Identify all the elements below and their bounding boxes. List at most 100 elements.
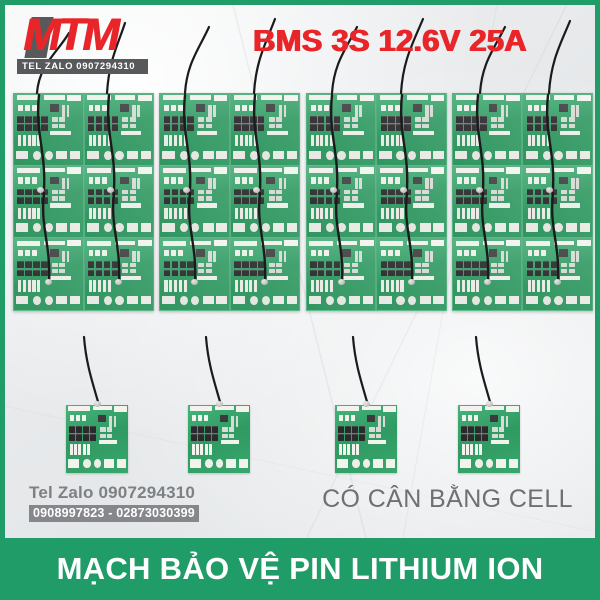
pcb-pad <box>553 95 575 100</box>
pcb-pad <box>546 134 550 147</box>
pcb-cap <box>325 150 335 160</box>
pcb-pad <box>22 134 26 147</box>
pcb-cap <box>261 150 270 160</box>
pcb-pad <box>254 280 258 292</box>
pcb-pad <box>362 295 374 305</box>
pcb-fet <box>542 269 550 277</box>
pcb-pad <box>216 150 227 159</box>
pcb-fet <box>317 124 325 132</box>
pcb-pad <box>18 280 22 292</box>
pcb-fet <box>472 269 479 277</box>
pcb-fet <box>33 124 40 132</box>
pcb-pad <box>267 276 288 281</box>
pcb-smd <box>228 427 235 432</box>
pcb-smd <box>501 415 505 427</box>
pcb-ic <box>412 249 422 257</box>
pcb-pad <box>191 415 197 422</box>
pcb-smd <box>268 123 275 128</box>
pcb-fet <box>456 188 463 196</box>
pcb-pad <box>379 223 392 232</box>
pcb-pad <box>16 223 29 232</box>
bottom-banner: MẠCH BẢO VỆ PIN LITHIUM ION <box>0 538 600 600</box>
pcb-cap <box>191 150 200 160</box>
pcb-cap <box>115 150 124 160</box>
pcb-pad <box>463 249 469 257</box>
pcb-ic <box>412 176 422 185</box>
pcb-fet <box>171 269 179 277</box>
pcb-pad <box>324 177 330 184</box>
pcb-pad <box>178 280 182 292</box>
pcb-pad <box>204 444 208 456</box>
pcb-pad <box>215 406 234 411</box>
pcb-smd <box>198 269 205 274</box>
pcb-pad <box>534 104 540 111</box>
pcb-fet <box>205 434 212 441</box>
pcb-pad <box>461 415 467 422</box>
pcb-fet <box>87 188 95 196</box>
pcb-fet <box>464 188 471 196</box>
thermistor-bead <box>483 279 491 285</box>
pcb-pad <box>576 167 591 174</box>
pcb-panel <box>305 93 447 311</box>
pcb-pad <box>31 249 37 257</box>
pcb-pad <box>381 177 387 184</box>
pcb-ic <box>342 249 352 257</box>
pcb-smd <box>106 433 113 438</box>
pcb-pad <box>534 177 540 184</box>
pcb-pad <box>474 415 479 422</box>
pcb-smd <box>351 189 359 195</box>
pcb-ic <box>342 103 352 112</box>
pcb-pad <box>183 280 187 292</box>
thermistor-bead <box>216 401 223 407</box>
pcb-smd <box>122 117 129 122</box>
pcb-pad <box>349 150 361 159</box>
pcb-pad <box>310 280 314 292</box>
pcb-smd <box>276 189 283 195</box>
pcb-pad <box>476 134 480 147</box>
pcb-pad <box>381 207 385 219</box>
pcb-pad <box>360 94 374 102</box>
pcb-smd <box>283 250 287 262</box>
thermistor-bead <box>553 279 561 285</box>
poster-stage: MTM TEL ZALO 0907294310 BMS 3S 12.6V 25A <box>5 5 595 538</box>
pcb-smd <box>425 105 429 117</box>
pcb-pad <box>310 104 316 111</box>
pcb-fet <box>111 115 119 123</box>
single-pcb-board <box>335 405 397 473</box>
pcb-fet <box>396 124 403 132</box>
pcb-pad <box>114 405 127 412</box>
pcb-smd <box>422 269 429 274</box>
pcb-fet <box>464 197 471 204</box>
pcb-pad <box>329 207 334 219</box>
pcb-pad <box>174 280 178 292</box>
pcb-smd <box>561 196 568 201</box>
pcb-fet <box>388 188 395 196</box>
pcb-pad <box>336 459 349 468</box>
pcb-fet <box>404 261 411 268</box>
pcb-pad <box>537 207 541 219</box>
pcb-smd <box>354 177 359 190</box>
pcb-cap <box>337 150 346 160</box>
pcb-fet <box>179 261 186 268</box>
pcb-fet <box>480 124 487 132</box>
poster-header: MTM TEL ZALO 0907294310 BMS 3S 12.6V 25A <box>5 5 595 83</box>
pcb-fet <box>526 124 534 132</box>
pcb-smd <box>208 105 212 117</box>
pcb-cap <box>483 223 493 233</box>
pcb-smd <box>414 123 421 128</box>
pcb-smd <box>276 123 283 128</box>
pcb-pad <box>174 207 178 219</box>
pcb-pad <box>56 223 68 232</box>
pcb-pad <box>489 276 510 281</box>
pcb-ic <box>98 414 107 422</box>
pcb-fet <box>250 115 257 123</box>
pcb-pad <box>485 406 504 411</box>
pcb-pad <box>196 203 218 208</box>
pcb-pad <box>342 130 364 135</box>
pcb-board <box>159 93 230 166</box>
pcb-pad <box>579 223 590 232</box>
pcb-pad <box>315 280 319 292</box>
pcb-smd <box>561 189 568 195</box>
pcb-pad <box>379 95 404 101</box>
pcb-smd <box>490 117 497 122</box>
